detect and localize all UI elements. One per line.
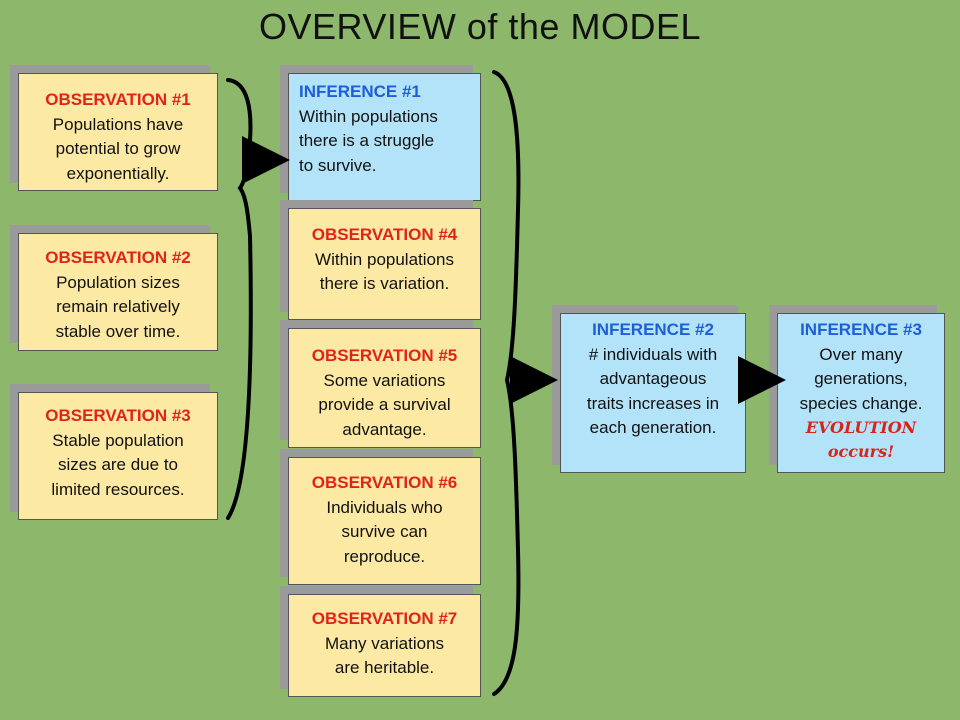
observation-7-heading: OBSERVATION #7 xyxy=(311,609,458,628)
brace-1 xyxy=(226,78,253,520)
observation-3-heading: OBSERVATION #3 xyxy=(45,406,191,425)
observation-4-heading: OBSERVATION #4 xyxy=(311,225,458,244)
inference-2-text: # individuals with advantageous traits i… xyxy=(586,344,720,438)
observation-4-text: Within populations there is variation. xyxy=(315,249,454,294)
observation-1-heading: OBSERVATION #1 xyxy=(45,90,191,109)
observation-6-heading: OBSERVATION #6 xyxy=(311,473,458,492)
observation-2-box: OBSERVATION #2 Population sizes remain r… xyxy=(18,233,218,351)
brace-2 xyxy=(492,70,521,696)
observation-2-text: Population sizes remain relatively stabl… xyxy=(55,272,181,341)
inference-1-heading: INFERENCE #1 xyxy=(299,82,421,101)
observation-2-heading: OBSERVATION #2 xyxy=(45,248,191,267)
observation-4-box: OBSERVATION #4 Within populations there … xyxy=(288,208,481,320)
evolution-occurs-text: EVOLUTION occurs! xyxy=(805,418,917,461)
observation-3-text: Stable population sizes are due to limit… xyxy=(51,430,185,499)
observation-6-text: Individuals who survive can reproduce. xyxy=(326,497,443,566)
inference-3-heading: INFERENCE #3 xyxy=(800,320,922,339)
observation-1-box: OBSERVATION #1 Populations have potentia… xyxy=(18,73,218,191)
inference-2-heading: INFERENCE #2 xyxy=(592,320,714,339)
observation-7-box: OBSERVATION #7 Many variations are herit… xyxy=(288,594,481,697)
observation-1-text: Populations have potential to grow expon… xyxy=(52,114,184,183)
diagram-title: OVERVIEW of the MODEL xyxy=(259,6,701,47)
inference-3-box: INFERENCE #3 Over many generations, spec… xyxy=(777,313,945,473)
inference-1-text: Within populations there is a struggle t… xyxy=(299,106,438,175)
observation-3-box: OBSERVATION #3 Stable population sizes a… xyxy=(18,392,218,520)
inference-3-text: Over many generations, species change. xyxy=(799,344,923,413)
observation-5-text: Some variations provide a survival advan… xyxy=(318,370,451,439)
observation-5-box: OBSERVATION #5 Some variations provide a… xyxy=(288,328,481,448)
observation-6-box: OBSERVATION #6 Individuals who survive c… xyxy=(288,457,481,585)
inference-2-box: INFERENCE #2 # individuals with advantag… xyxy=(560,313,746,473)
observation-7-text: Many variations are heritable. xyxy=(324,633,445,678)
observation-5-heading: OBSERVATION #5 xyxy=(311,346,458,365)
